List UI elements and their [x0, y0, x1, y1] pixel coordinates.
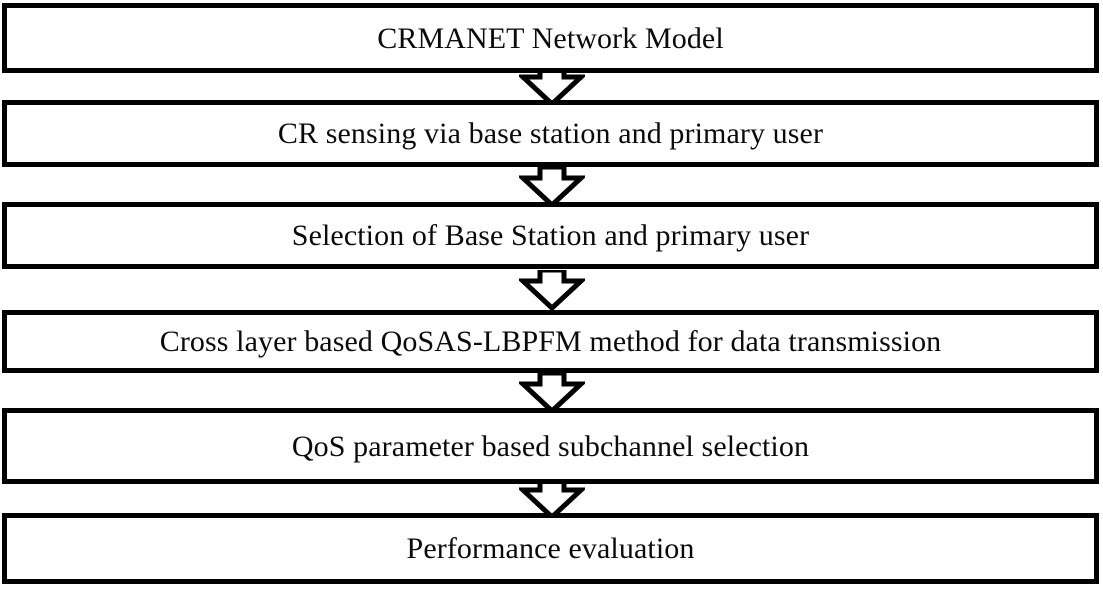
- down-arrow-icon: [519, 373, 585, 413]
- flow-node-crmanet-network-model: CRMANET Network Model: [2, 3, 1099, 73]
- flow-node-performance-evaluation: Performance evaluation: [2, 513, 1099, 584]
- down-arrow-icon: [519, 167, 585, 207]
- flow-node-label: CR sensing via base station and primary …: [277, 117, 824, 150]
- flow-node-label: Performance evaluation: [406, 532, 695, 565]
- down-arrow-icon: [519, 270, 585, 310]
- flow-node-qos-subchannel-selection: QoS parameter based subchannel selection: [2, 408, 1099, 484]
- flow-node-label: Cross layer based QoSAS-LBPFM method for…: [159, 325, 942, 358]
- flow-node-label: QoS parameter based subchannel selection: [291, 429, 810, 463]
- flow-node-cr-sensing: CR sensing via base station and primary …: [2, 100, 1099, 167]
- flow-node-label: Selection of Base Station and primary us…: [291, 219, 810, 252]
- flow-node-selection-base-station: Selection of Base Station and primary us…: [2, 202, 1099, 269]
- flow-node-label: CRMANET Network Model: [377, 21, 724, 55]
- flow-node-cross-layer-qosas-lbpfm: Cross layer based QoSAS-LBPFM method for…: [2, 310, 1099, 373]
